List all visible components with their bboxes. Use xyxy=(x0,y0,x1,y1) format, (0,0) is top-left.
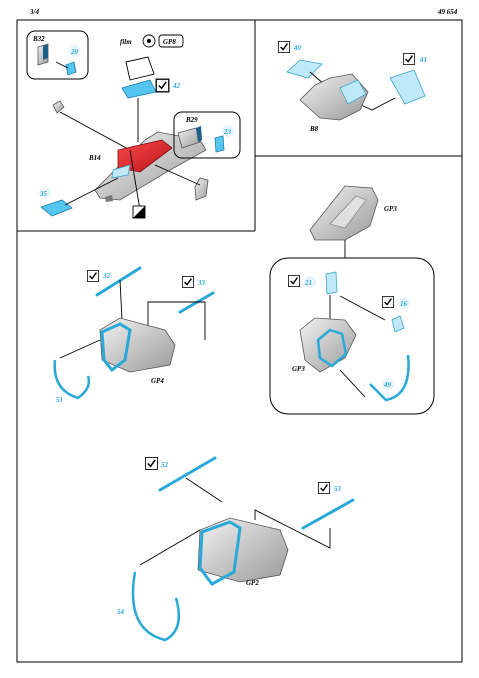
panel-frames xyxy=(16,19,463,663)
pe-part-40 xyxy=(286,59,323,79)
label-b14: B14 xyxy=(88,154,101,162)
panel-b8: 40 41 B8 xyxy=(278,41,427,133)
pe-part-20 xyxy=(65,61,77,76)
part-number-40: 40 xyxy=(293,44,302,52)
gp8-badge xyxy=(158,34,184,48)
part-number-16: 16 xyxy=(400,300,408,308)
film-part xyxy=(125,56,155,81)
pe-frame-gp4 xyxy=(100,322,132,373)
check-icon xyxy=(403,53,415,65)
inset-b32 xyxy=(26,30,89,80)
part-number-54: 54 xyxy=(117,608,125,616)
part-number-20: 20 xyxy=(70,48,79,56)
panel-gp4: 32 33 GP4 51 xyxy=(53,266,215,404)
pe-part-54 xyxy=(131,571,180,642)
pe-part-35 xyxy=(40,199,73,217)
check-icon xyxy=(145,457,158,470)
inset-b29 xyxy=(173,111,241,159)
pe-part-41 xyxy=(389,69,426,105)
check-icon xyxy=(278,41,290,53)
part-number-49: 49 xyxy=(383,381,392,389)
pe-part-33 xyxy=(178,291,215,314)
inset-gp3 xyxy=(269,257,435,415)
panel-b14: B32 20 film GP8 42 B14 B29 xyxy=(26,30,241,219)
check-icon xyxy=(156,79,169,92)
check-icon xyxy=(182,276,194,288)
part-number-21: 21 xyxy=(304,279,312,287)
pe-frame-gp3 xyxy=(316,328,348,368)
part-number-32: 32 xyxy=(102,272,111,280)
check-icon xyxy=(318,482,330,494)
label-b32: B32 xyxy=(32,35,45,43)
part-number-51: 51 xyxy=(56,396,63,404)
set-number: 49 654 xyxy=(437,8,458,16)
part-number-33: 33 xyxy=(197,279,206,287)
label-b29: B29 xyxy=(185,116,198,124)
label-gp2: GP2 xyxy=(246,579,259,587)
part-number-52: 52 xyxy=(161,461,169,469)
label-gp4: GP4 xyxy=(151,377,164,385)
page-number: 3/4 xyxy=(29,8,39,16)
pe-part-42 xyxy=(121,79,157,99)
part-number-53: 53 xyxy=(334,485,342,493)
part-number-23: 23 xyxy=(223,128,232,136)
pe-part-21 xyxy=(325,271,338,295)
pe-part-23 xyxy=(214,135,225,153)
pe-part-16 xyxy=(391,315,405,333)
part-b29 xyxy=(177,127,201,149)
part-number-41: 41 xyxy=(419,56,427,64)
check-icon xyxy=(288,275,300,287)
part-gp4 xyxy=(99,317,176,373)
pe-part-32 xyxy=(95,266,142,297)
part-number-42: 42 xyxy=(172,82,181,90)
label-film: film xyxy=(120,38,132,46)
part-knob xyxy=(52,100,65,114)
pe-frame-gp2 xyxy=(198,520,242,586)
pe-part-49 xyxy=(369,354,410,402)
pe-part-53 xyxy=(301,498,355,530)
check-icon xyxy=(382,296,394,308)
red-paint-area xyxy=(117,139,173,173)
pe-part-52 xyxy=(158,456,217,492)
pe-part-51 xyxy=(53,359,91,400)
label-gp3-inset: GP3 xyxy=(292,365,305,373)
label-b8: B8 xyxy=(309,125,319,133)
label-gp3-top: GP3 xyxy=(384,205,397,213)
part-b29-fitted xyxy=(194,177,209,201)
panel-gp2: 52 53 GP2 54 xyxy=(117,456,355,642)
part-number-35: 35 xyxy=(39,190,48,198)
check-icon xyxy=(87,270,99,282)
panel-gp3: GP3 21 16 GP3 49 xyxy=(269,185,435,415)
label-gp8: GP8 xyxy=(163,38,176,46)
part-gp2 xyxy=(197,517,289,583)
